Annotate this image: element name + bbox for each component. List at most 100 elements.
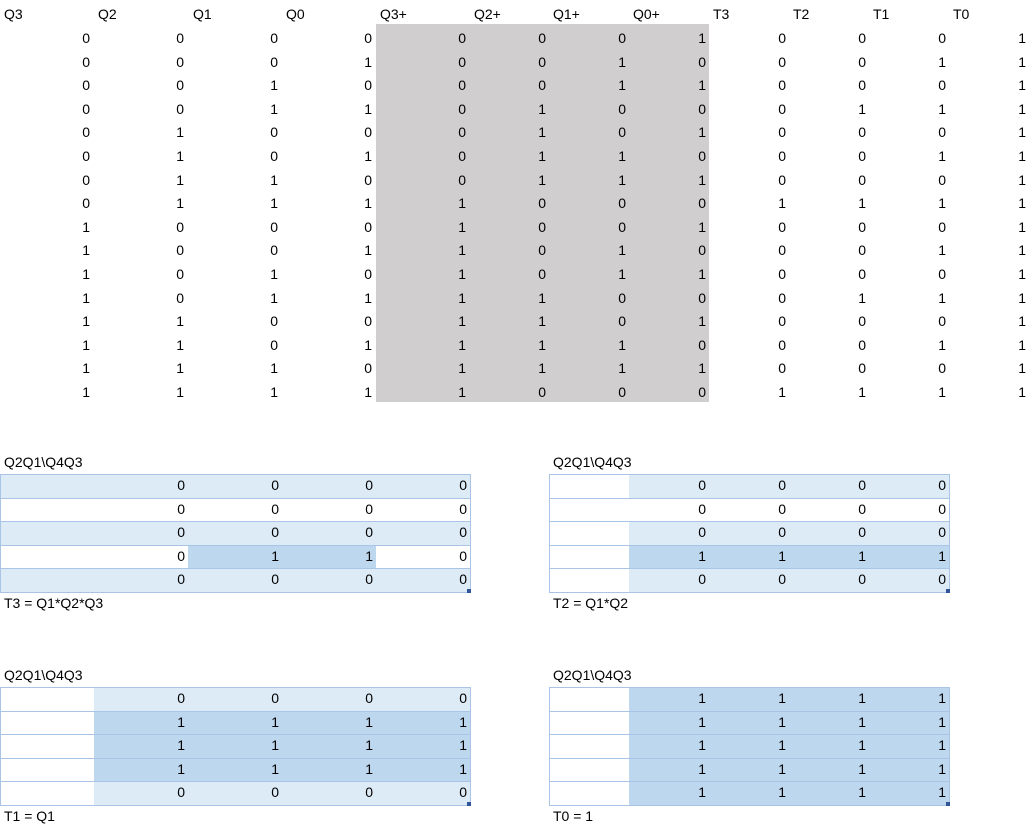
kmap-cell[interactable]: 0 <box>789 497 869 522</box>
kmap-cell[interactable]: 1 <box>629 544 709 569</box>
kmap-cell[interactable]: 0 <box>376 544 470 569</box>
kmap-cell[interactable]: 1 <box>789 734 869 758</box>
kmap-row-label-cell[interactable] <box>549 710 629 735</box>
kmap-cell[interactable]: 1 <box>282 734 376 758</box>
kmap-cell[interactable]: 1 <box>789 710 869 735</box>
kmap-cell[interactable]: 1 <box>869 734 949 758</box>
kmap-cell[interactable]: 0 <box>188 474 282 498</box>
kmap-row-label-cell[interactable] <box>0 568 94 592</box>
kmap-cell[interactable]: 0 <box>188 497 282 522</box>
kmap-row-label-cell[interactable] <box>549 781 629 805</box>
kmap-cell[interactable]: 0 <box>94 497 188 522</box>
kmap-cell[interactable]: 1 <box>282 710 376 735</box>
kmap-row-label-cell[interactable] <box>549 544 629 569</box>
kmap-cell[interactable]: 1 <box>869 710 949 735</box>
kmap-cell[interactable]: 1 <box>629 781 709 805</box>
kmap-cell[interactable]: 0 <box>188 781 282 805</box>
selection-fill-handle[interactable] <box>946 802 950 806</box>
kmap-cell[interactable]: 0 <box>629 497 709 522</box>
kmap-cell[interactable]: 0 <box>789 474 869 498</box>
kmap-cell[interactable]: 1 <box>869 781 949 805</box>
kmap-row-label-cell[interactable] <box>549 497 629 522</box>
kmap-cell[interactable]: 1 <box>869 544 949 569</box>
kmap-cell[interactable]: 1 <box>188 544 282 569</box>
kmap-cell[interactable]: 0 <box>869 497 949 522</box>
kmap-cell[interactable]: 0 <box>94 521 188 545</box>
kmap-cell[interactable]: 0 <box>709 521 789 545</box>
kmap-cell[interactable]: 0 <box>188 521 282 545</box>
selection-fill-handle[interactable] <box>946 589 950 593</box>
kmap-cell[interactable]: 1 <box>789 757 869 782</box>
kmap-cell[interactable]: 0 <box>94 474 188 498</box>
kmap-cell[interactable]: 1 <box>709 757 789 782</box>
kmap-cell[interactable]: 0 <box>869 521 949 545</box>
kmap-cell[interactable]: 0 <box>188 687 282 711</box>
kmap-row-label-cell[interactable] <box>0 497 94 522</box>
kmap-row-label-cell[interactable] <box>0 757 94 782</box>
kmap-cell[interactable]: 0 <box>188 568 282 592</box>
kmap-cell[interactable]: 0 <box>282 474 376 498</box>
kmap-cell[interactable]: 0 <box>629 521 709 545</box>
kmap-cell[interactable]: 1 <box>709 710 789 735</box>
kmap-cell[interactable]: 1 <box>188 710 282 735</box>
kmap-cell[interactable]: 0 <box>376 521 470 545</box>
kmap-row-label-cell[interactable] <box>0 474 94 498</box>
kmap-cell[interactable]: 1 <box>188 734 282 758</box>
kmap-row-label-cell[interactable] <box>549 687 629 711</box>
kmap-cell[interactable]: 1 <box>869 757 949 782</box>
kmap-row-label-cell[interactable] <box>549 734 629 758</box>
kmap-cell[interactable]: 1 <box>94 734 188 758</box>
kmap-cell[interactable]: 0 <box>376 568 470 592</box>
kmap-cell[interactable]: 0 <box>376 497 470 522</box>
kmap-row-label-cell[interactable] <box>0 544 94 569</box>
kmap-cell[interactable]: 1 <box>629 710 709 735</box>
kmap-cell[interactable]: 1 <box>376 757 470 782</box>
kmap-cell[interactable]: 0 <box>282 568 376 592</box>
kmap-cell[interactable]: 1 <box>629 687 709 711</box>
kmap-cell[interactable]: 0 <box>282 781 376 805</box>
selection-fill-handle[interactable] <box>467 802 471 806</box>
kmap-cell[interactable]: 0 <box>709 497 789 522</box>
kmap-cell[interactable]: 0 <box>869 474 949 498</box>
kmap-cell[interactable]: 1 <box>789 687 869 711</box>
kmap-row-label-cell[interactable] <box>0 710 94 735</box>
kmap-cell[interactable]: 0 <box>282 521 376 545</box>
kmap-cell[interactable]: 1 <box>188 757 282 782</box>
kmap-cell[interactable]: 0 <box>94 687 188 711</box>
kmap-cell[interactable]: 0 <box>94 544 188 569</box>
kmap-row-label-cell[interactable] <box>549 568 629 592</box>
kmap-row-label-cell[interactable] <box>549 757 629 782</box>
kmap-cell[interactable]: 0 <box>282 687 376 711</box>
kmap-cell[interactable]: 0 <box>94 781 188 805</box>
kmap-cell[interactable]: 1 <box>94 757 188 782</box>
kmap-cell[interactable]: 0 <box>869 568 949 592</box>
kmap-cell[interactable]: 1 <box>376 710 470 735</box>
kmap-cell[interactable]: 1 <box>282 544 376 569</box>
kmap-cell[interactable]: 1 <box>709 734 789 758</box>
kmap-cell[interactable]: 1 <box>709 687 789 711</box>
kmap-row-label-cell[interactable] <box>0 781 94 805</box>
kmap-cell[interactable]: 0 <box>376 687 470 711</box>
kmap-cell[interactable]: 0 <box>709 474 789 498</box>
kmap-cell[interactable]: 1 <box>789 781 869 805</box>
kmap-row-label-cell[interactable] <box>0 687 94 711</box>
kmap-cell[interactable]: 1 <box>709 781 789 805</box>
kmap-row-label-cell[interactable] <box>549 521 629 545</box>
kmap-cell[interactable]: 1 <box>629 734 709 758</box>
kmap-cell[interactable]: 0 <box>789 521 869 545</box>
kmap-cell[interactable]: 1 <box>94 710 188 735</box>
kmap-cell[interactable]: 0 <box>376 474 470 498</box>
kmap-cell[interactable]: 0 <box>94 568 188 592</box>
kmap-cell[interactable]: 0 <box>629 568 709 592</box>
kmap-cell[interactable]: 1 <box>789 544 869 569</box>
kmap-cell[interactable]: 1 <box>869 687 949 711</box>
kmap-cell[interactable]: 0 <box>282 497 376 522</box>
kmap-cell[interactable]: 1 <box>629 757 709 782</box>
kmap-row-label-cell[interactable] <box>0 734 94 758</box>
kmap-row-label-cell[interactable] <box>549 474 629 498</box>
kmap-cell[interactable]: 1 <box>376 734 470 758</box>
kmap-cell[interactable]: 1 <box>709 544 789 569</box>
kmap-cell[interactable]: 1 <box>282 757 376 782</box>
selection-fill-handle[interactable] <box>467 589 471 593</box>
kmap-cell[interactable]: 0 <box>376 781 470 805</box>
